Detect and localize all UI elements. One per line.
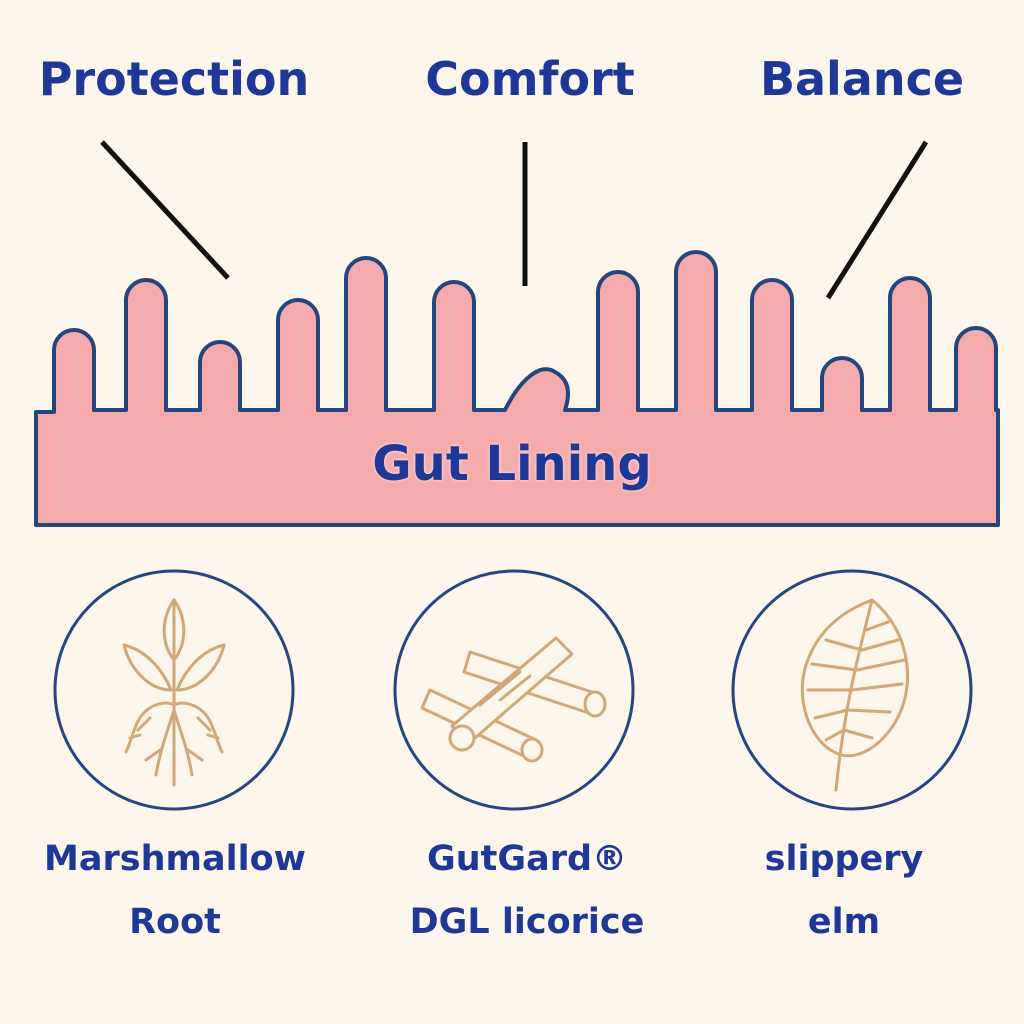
slippery-elm-label: slippery elm [674,828,1014,954]
protection-label: Protection [38,52,310,106]
herb-label-line: GutGard® [426,839,628,879]
comfort-label: Comfort [425,52,635,106]
elm-leaf-icon [800,598,910,792]
herb-label-line: Marshmallow [44,839,306,879]
licorice-circle [393,569,635,811]
herb-label-line: DGL licorice [409,902,645,942]
marshmallow-root-circle [53,569,295,811]
marshmallow-root-icon [122,598,226,787]
herb-label-line: slippery [764,839,924,879]
balance-label: Balance [759,52,965,106]
licorice-sticks-icon [420,636,607,763]
licorice-label: GutGard® DGL licorice [357,828,697,954]
herb-label-line: elm [807,902,881,942]
elm-leaf-circle [731,569,973,811]
gut-lining-label: Gut Lining [372,436,652,492]
herb-label-line: Root [129,902,221,942]
intestinal-villi [34,250,1000,527]
protection-pointer [100,140,230,280]
balance-pointer [825,140,929,300]
marshmallow-root-label: Marshmallow Root [5,828,345,954]
